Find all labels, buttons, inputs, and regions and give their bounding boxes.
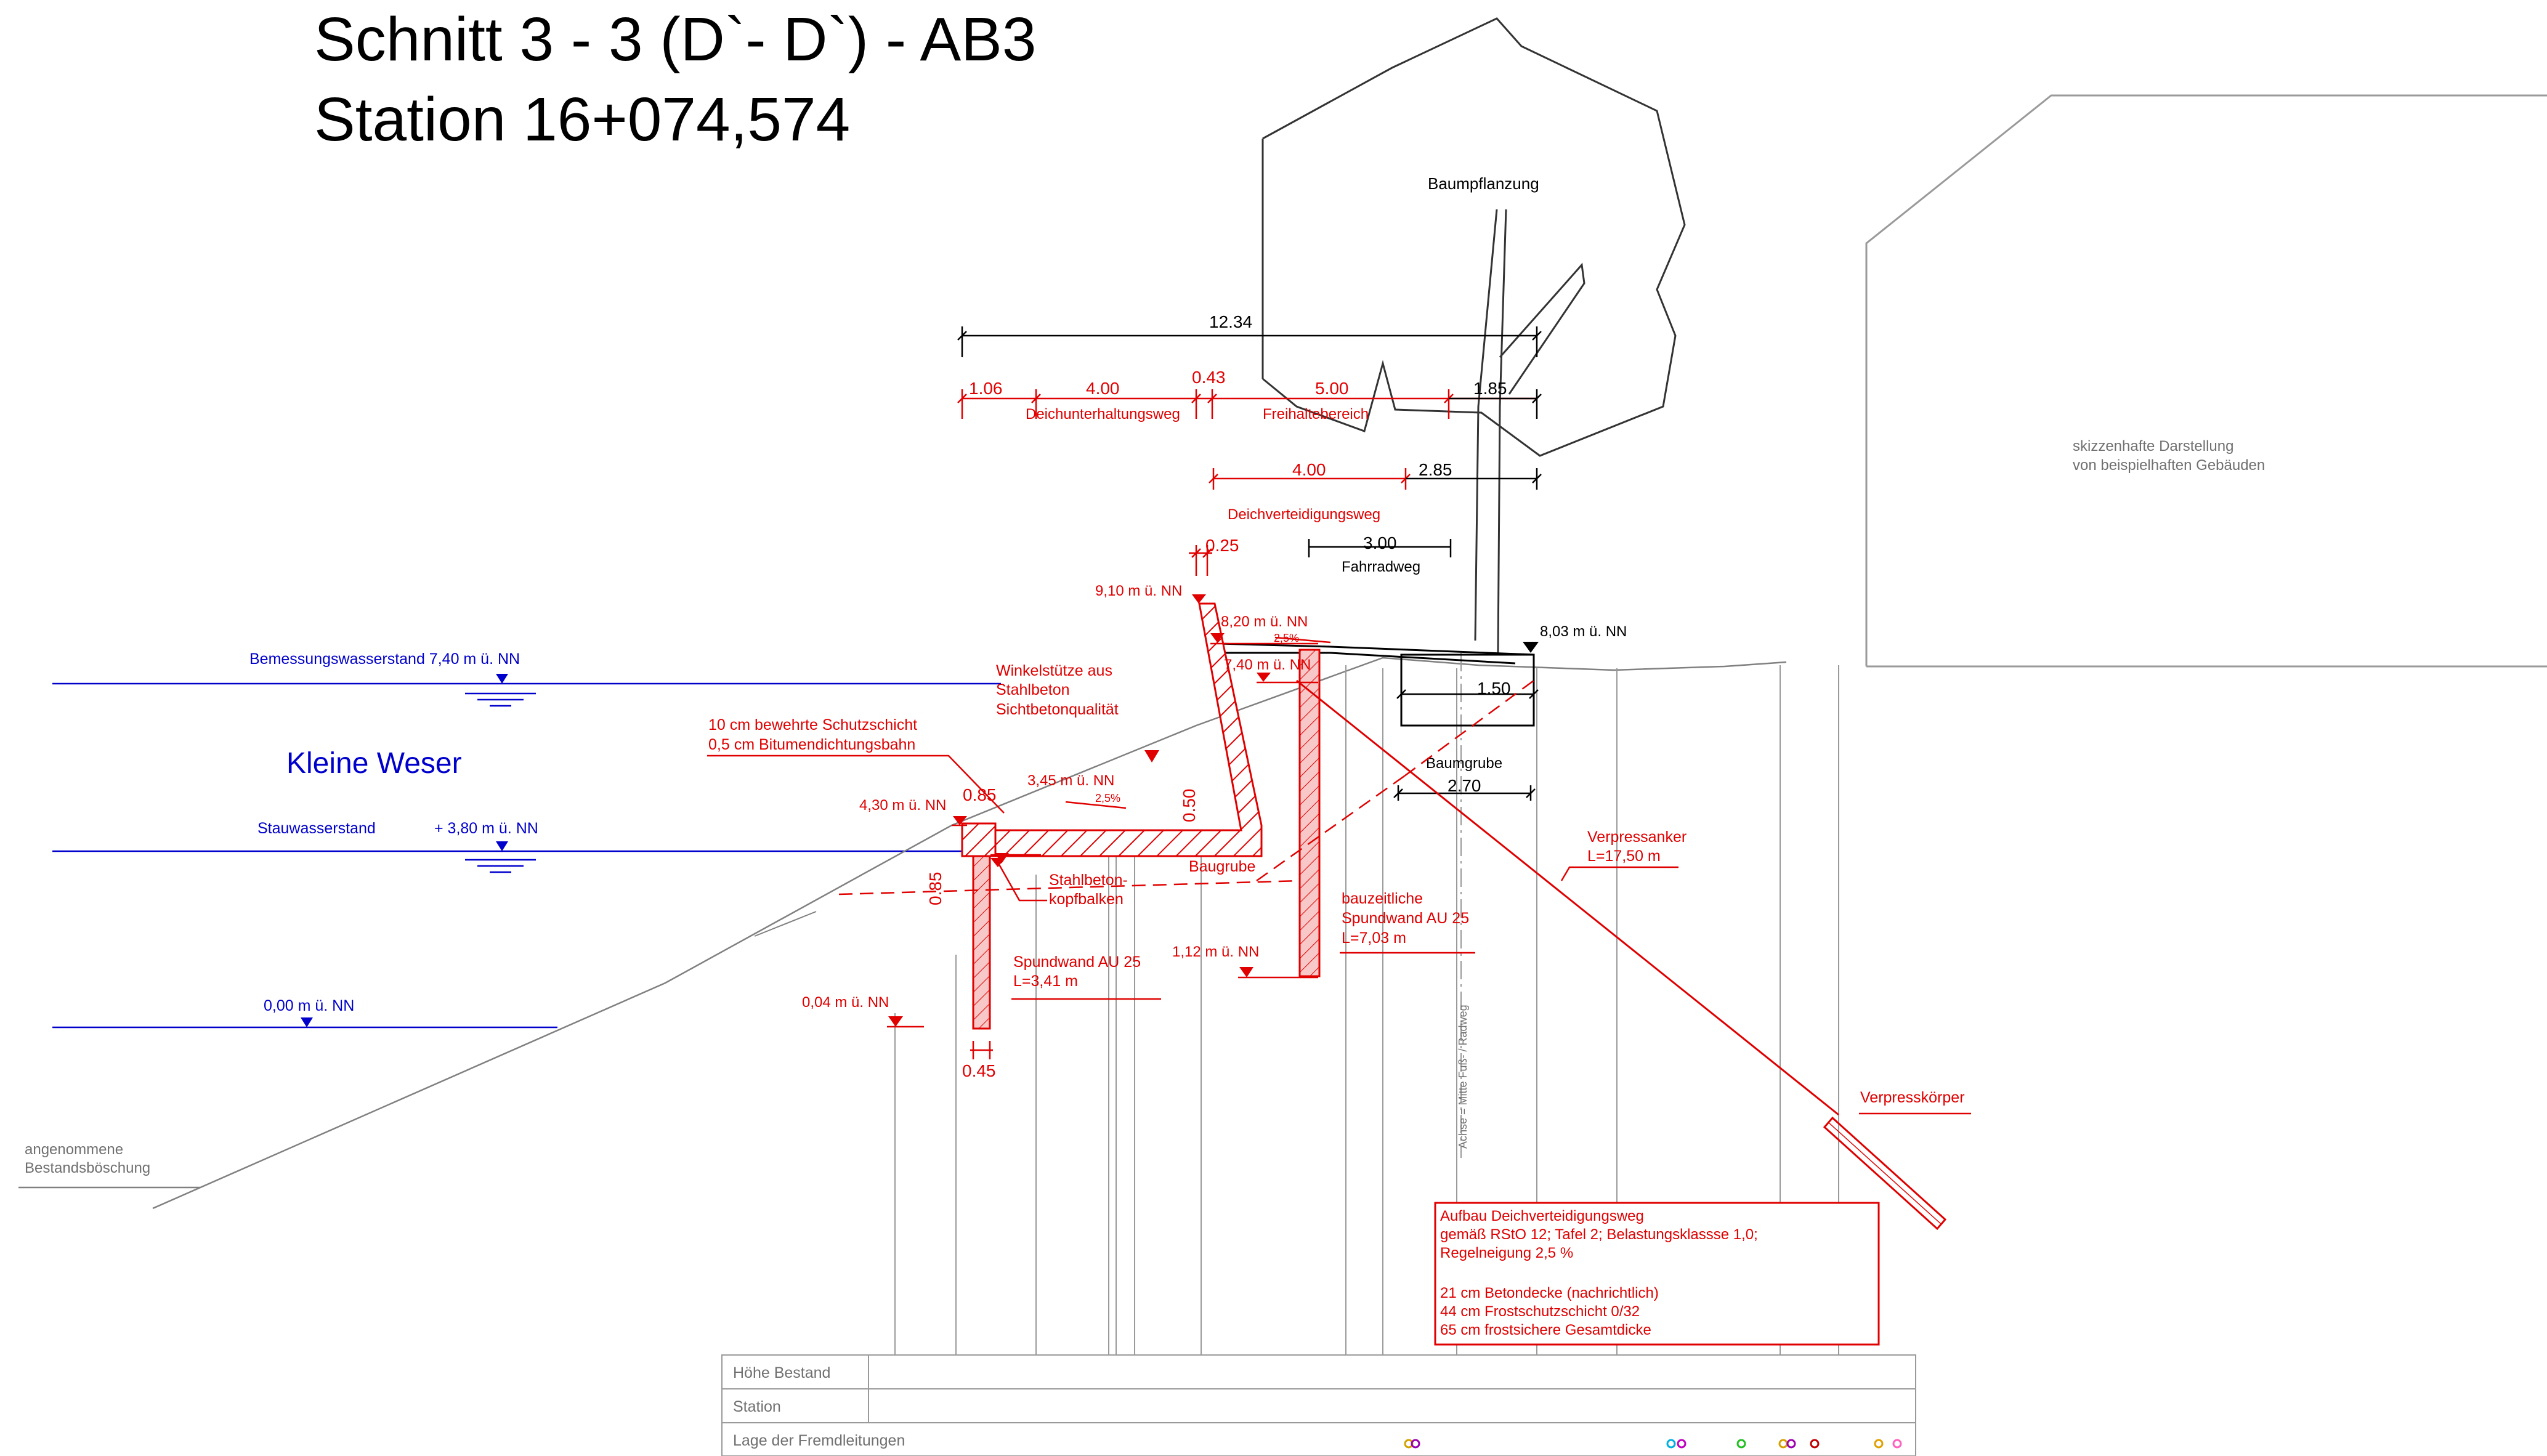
label-tree-pit: Baumgrube (1426, 755, 1502, 772)
level-803: 8,03 m ü. NN (1540, 623, 1627, 640)
storage-level-label: Stauwasserstand (257, 820, 376, 837)
slope-b: 2,5% (1095, 792, 1120, 804)
label-clearance: Freihaltebereich (1263, 406, 1369, 423)
dim-400-maintenance: 4.00 (1086, 379, 1120, 398)
build-up-layer-2: 44 cm Frostschutzschicht 0/32 (1440, 1303, 1640, 1320)
callout-excavation: Baugrube (1189, 858, 1255, 875)
bottom-table (721, 1354, 1916, 1456)
dim-500: 5.00 (1315, 379, 1349, 398)
water-levels (52, 682, 1001, 1029)
tree-drawing (1261, 17, 1686, 653)
callout-sheet-small-2: L=3,41 m (1013, 973, 1078, 990)
callout-wall-3: Sichtbetonqualität (996, 701, 1119, 718)
zero-level: 0,00 m ü. NN (264, 997, 354, 1014)
dim-050: 0.50 (1180, 789, 1199, 823)
utility-markers (1404, 1439, 1902, 1449)
ground-anchor (1296, 679, 1947, 1231)
build-up-line-1: gemäß RStO 12; Tafel 2; Belastungsklasss… (1440, 1226, 1758, 1243)
level-345: 3,45 m ü. NN (1027, 772, 1114, 789)
water-level-markers (301, 674, 508, 1027)
title-line-1: Schnitt 3 - 3 (D`- D`) - AB3 (314, 5, 1036, 74)
callout-anchor-2: L=17,50 m (1587, 847, 1661, 865)
design-water-level: Bemessungswasserstand 7,40 m ü. NN (249, 650, 520, 668)
table-row-utilities: Lage der Fremdleitungen (733, 1432, 905, 1449)
level-430: 4,30 m ü. NN (859, 797, 946, 814)
dim-045: 0.45 (962, 1061, 996, 1080)
level-910: 9,10 m ü. NN (1095, 583, 1182, 599)
level-004: 0,04 m ü. NN (802, 994, 889, 1011)
dim-025: 0.25 (1205, 536, 1239, 555)
road-surface (1218, 642, 1535, 727)
dim-185: 1.85 (1473, 379, 1507, 398)
build-up-layer-3: 65 cm frostsichere Gesamtdicke (1440, 1322, 1651, 1338)
callout-protect-1: 10 cm bewehrte Schutzschicht (708, 716, 917, 734)
callout-anchor-body: Verpresskörper (1860, 1089, 1965, 1106)
river-name: Kleine Weser (286, 747, 462, 780)
build-up-layer-1: 21 cm Betondecke (nachrichtlich) (1440, 1285, 1659, 1301)
dimension-lines (957, 389, 1537, 576)
callout-wall-1: Winkelstütze aus (996, 662, 1112, 679)
existing-slope (18, 657, 1787, 1210)
excavation-lines (838, 679, 1534, 896)
buildings-note-line-1: skizzenhafte Darstellung (2073, 438, 2233, 455)
level-marker-803 (1523, 642, 1539, 653)
label-maintenance-path: Deichunterhaltungsweg (1026, 406, 1180, 423)
label-bike-path: Fahrradweg (1342, 559, 1420, 575)
callout-capping-beam-1: Stahlbeton- (1049, 872, 1128, 889)
tree-label: Baumpflanzung (1428, 174, 1539, 193)
dim-400-defence: 4.00 (1292, 460, 1326, 479)
dim-106: 1.06 (969, 379, 1003, 398)
level-112: 1,12 m ü. NN (1172, 944, 1259, 960)
callout-wall-2: Stahlbeton (996, 681, 1070, 698)
dim-085-side: 0.85 (926, 872, 945, 906)
callout-sheet-big-1: bauzeitliche (1342, 890, 1423, 907)
dim-total: 12.34 (1209, 312, 1252, 331)
buildings-note-line-2: von beispielhaften Gebäuden (2073, 457, 2265, 474)
level-leader-lines (887, 636, 1331, 1028)
dim-285: 2.85 (1419, 460, 1452, 479)
sheet-pile-small (972, 855, 991, 1030)
station-lines (894, 665, 1839, 1355)
sheet-pile-large (1298, 649, 1321, 977)
path-axis-label: Achse = Mitte Fuß- / Radweg (1457, 1005, 1469, 1149)
callout-anchor-1: Verpressanker (1587, 828, 1687, 846)
level-820: 8,20 m ü. NN (1221, 613, 1308, 630)
title-line-2: Station 16+074,574 (314, 85, 850, 154)
sheet-pile-dims (970, 1041, 993, 1059)
build-up-line-2: Regelneigung 2,5 % (1440, 1245, 1573, 1261)
protection-layer (961, 822, 997, 857)
dim-270: 2.70 (1448, 776, 1481, 795)
callout-leaders (707, 754, 1971, 1115)
table-row-height: Höhe Bestand (733, 1364, 830, 1381)
level-740: 7,40 m ü. NN (1224, 657, 1311, 673)
storage-level-value: + 3,80 m ü. NN (434, 820, 538, 837)
callout-sheet-small-1: Spundwand AU 25 (1013, 953, 1141, 971)
callout-sheet-big-3: L=7,03 m (1342, 929, 1406, 947)
slope-note-line-2: Bestandsböschung (25, 1160, 150, 1176)
slope-a: 2,5% (1274, 632, 1299, 644)
build-up-heading: Aufbau Deichverteidigungsweg (1440, 1208, 1644, 1224)
label-defence-path: Deichverteidigungsweg (1228, 506, 1380, 523)
callout-capping-beam-2: kopfbalken (1049, 891, 1124, 908)
build-up-box (1434, 1202, 1880, 1346)
table-row-station: Station (733, 1398, 781, 1415)
slope-note-line-1: angenommene (25, 1141, 123, 1158)
callout-protect-2: 0,5 cm Bitumendichtungsbahn (708, 736, 915, 753)
building-sketch (1865, 94, 2547, 668)
dim-043: 0.43 (1192, 368, 1226, 387)
dim-150: 1.50 (1477, 679, 1511, 698)
black-dimension-lines (957, 326, 1542, 801)
dim-300: 3.00 (1363, 533, 1397, 552)
callout-sheet-big-2: Spundwand AU 25 (1342, 910, 1469, 927)
